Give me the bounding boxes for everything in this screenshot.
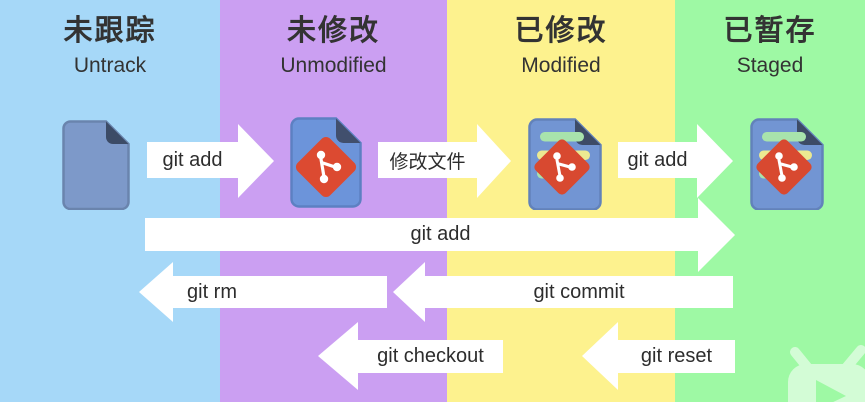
git-file-lines-icon <box>528 118 602 210</box>
bilibili-tv-logo <box>788 345 865 402</box>
column-title-zh: 未修改 <box>286 15 380 47</box>
column-title-en: Staged <box>736 54 804 77</box>
arrow-head-right <box>697 124 733 198</box>
arrow-head-left <box>582 322 618 390</box>
arrow-head-right <box>698 198 735 272</box>
arrow-label: git add <box>410 223 471 245</box>
plain-file-icon <box>62 120 130 210</box>
column-title-en: Modified <box>521 54 601 77</box>
arrow-label: git checkout <box>377 345 484 367</box>
column-title-zh: 已暂存 <box>723 15 817 47</box>
arrow-head-left <box>393 262 425 322</box>
column-title-zh: 已修改 <box>514 15 608 47</box>
column-title-en: Unmodified <box>280 54 387 77</box>
arrow-label: git rm <box>187 280 237 303</box>
arrow-label: git add <box>627 148 688 171</box>
arrow-head-left <box>318 322 358 390</box>
git-file-icon <box>290 117 362 208</box>
arrow-head-left <box>139 262 173 322</box>
column-title-zh: 未跟踪 <box>63 15 157 47</box>
arrow-head-right <box>238 124 274 198</box>
git-file-lines-icon <box>750 118 824 210</box>
arrow-label: 修改文件 <box>389 151 466 173</box>
arrow-head-right <box>477 124 511 198</box>
arrow-label: git add <box>162 148 223 171</box>
arrow-label: git reset <box>640 345 713 367</box>
arrow-label: git commit <box>533 280 625 303</box>
column-title-en: Untrack <box>73 54 147 77</box>
